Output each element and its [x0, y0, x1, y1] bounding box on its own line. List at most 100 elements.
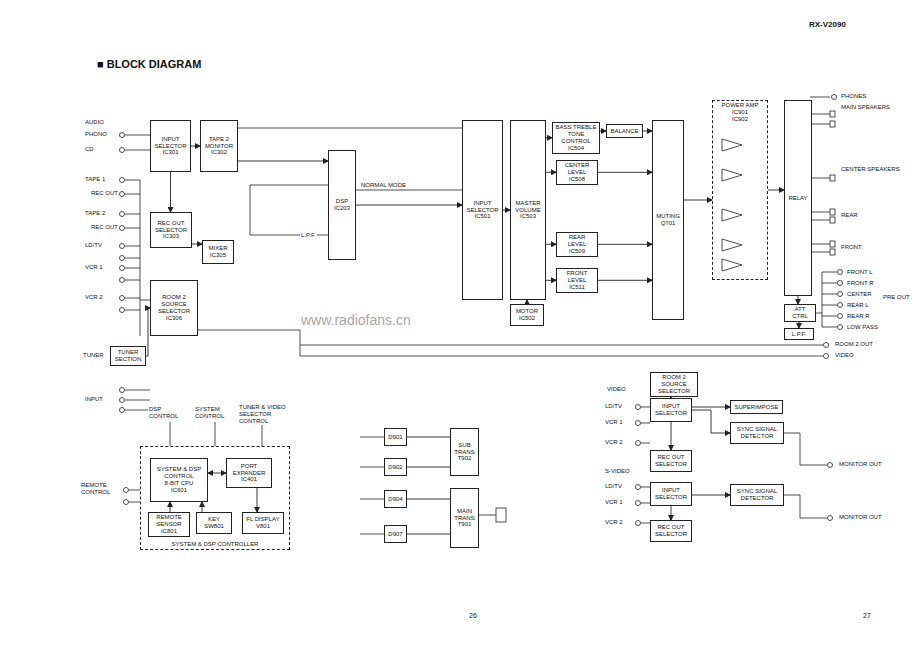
block-text: INPUT SELECTOR — [153, 136, 188, 150]
annotation-text: FRONT R — [846, 280, 875, 287]
diagram-graphic — [124, 488, 129, 493]
annotation-text: VIDEO — [606, 386, 627, 393]
diagram-graphic — [722, 239, 742, 251]
block-text: D904 — [388, 496, 402, 503]
signal-line — [407, 499, 450, 500]
block-text: ROOM 2 SOURCE SELECTOR — [653, 374, 695, 395]
signal-line — [546, 244, 556, 245]
diagram-graphic — [824, 354, 829, 359]
signal-line — [503, 210, 510, 211]
signal-line — [170, 502, 171, 512]
block-text: IC509 — [569, 248, 585, 255]
block-box: DSPIC203 — [328, 150, 356, 260]
annotation-text: ■ BLOCK DIAGRAM — [96, 58, 202, 71]
block-text: INPUT SELECTOR — [653, 403, 689, 417]
diagram-graphic — [125, 135, 150, 336]
block-box: KEYSW801 — [196, 512, 232, 534]
diagram-graphic — [124, 500, 129, 505]
block-text: MOTOR — [516, 308, 538, 315]
diagram-graphic — [830, 209, 835, 215]
block-text: FL DISPLAY — [246, 516, 279, 523]
diagram-graphic — [636, 405, 641, 410]
diagram-graphic — [830, 241, 835, 247]
annotation-text: VCR 1 — [604, 419, 624, 426]
annotation-text: NORMAL MODE — [360, 182, 407, 189]
block-box: BASS TREBLE TONE CONTROLIC504 — [552, 122, 600, 154]
annotation-text: REAR — [840, 212, 859, 219]
diagram-graphic — [129, 490, 140, 502]
block-box: D904 — [384, 490, 407, 508]
block-text: ROOM 2 SOURCE SELECTOR — [153, 294, 195, 315]
block-box: RELAY — [784, 100, 812, 296]
block-text: IC601 — [171, 487, 187, 494]
annotation-text: FRONT L — [846, 269, 874, 276]
signal-line — [684, 200, 712, 201]
signal-line — [692, 495, 730, 496]
block-text: IC901 — [732, 109, 748, 116]
block-text: SUB TRANS — [453, 442, 476, 456]
wires — [125, 97, 837, 534]
diagram-graphic — [636, 441, 641, 446]
block-box: MIXERIC305 — [202, 240, 234, 264]
block-box: INPUT SELECTOR — [650, 482, 692, 506]
diagram-graphic — [722, 209, 742, 221]
block-text: IC401 — [241, 476, 257, 483]
block-box: REC OUT SELECTOR — [650, 450, 692, 472]
annotation-text: PRE OUT — [882, 294, 911, 301]
block-box: SYNC SIGNAL DETECTOR — [730, 484, 784, 506]
signal-line — [692, 407, 730, 408]
annotation-text: LOW PASS — [846, 324, 879, 331]
block-text: MUTING — [656, 213, 680, 220]
annotation-text: S-VIDEO — [604, 468, 631, 475]
diagram-graphic — [120, 296, 125, 301]
signal-line — [598, 172, 652, 173]
diagram-graphic — [830, 217, 835, 223]
diagram-graphic — [828, 463, 833, 468]
diagram-graphic — [196, 330, 823, 356]
diagram-graphic — [830, 121, 835, 127]
annotation-text: CENTER SPEAKERS — [840, 166, 901, 173]
diagram-graphic — [120, 278, 125, 283]
block-box: MASTER VOLUMEIC503 — [510, 120, 546, 300]
annotation-text: VCR 2 — [604, 519, 624, 526]
annotation-text: TAPE 2 — [84, 210, 106, 217]
block-text: IC502 — [519, 315, 535, 322]
signal-line — [191, 146, 200, 147]
block-text: MAIN TRANS — [453, 508, 476, 522]
diagram-graphic — [120, 178, 125, 183]
block-text: SUPERIMPOSE — [734, 404, 778, 411]
diagram-graphic — [636, 521, 641, 526]
block-box: MUTINGQ701 — [652, 120, 684, 320]
diagram-graphic — [120, 148, 125, 153]
annotation-text: TAPE 1 — [84, 176, 106, 183]
block-text: BALANCE — [610, 128, 638, 135]
block-text: TAPE 2 MONITOR — [203, 136, 235, 150]
diagram-graphic — [120, 256, 125, 261]
block-box: FL DISPLAYV801 — [242, 512, 284, 534]
block-text: MASTER VOLUME — [513, 200, 543, 214]
signal-line — [192, 244, 202, 245]
diagram-graphic — [120, 308, 125, 313]
signal-line — [598, 244, 652, 245]
block-box: TUNER SECTION — [110, 346, 146, 366]
block-text: D902 — [388, 464, 402, 471]
block-box: SYNC SIGNAL DETECTOR — [730, 422, 784, 444]
diagram-graphic — [496, 508, 506, 522]
block-text: D901 — [388, 434, 402, 441]
block-box: MOTORIC502 — [510, 304, 544, 326]
diagram-graphic — [120, 244, 125, 249]
annotation-text: AUDIO — [84, 119, 105, 126]
block-text: ATT CTRL — [787, 306, 813, 320]
block-text: IC306 — [166, 315, 182, 322]
diagram-graphic — [838, 303, 843, 308]
signal-line — [798, 296, 799, 304]
annotation-text: VCR 2 — [84, 294, 104, 301]
diagram-graphic — [828, 516, 833, 521]
block-box: D902 — [384, 458, 407, 476]
signal-line — [598, 280, 652, 281]
diagram-graphic — [814, 272, 837, 327]
block-text: IC902 — [732, 116, 748, 123]
diagram-graphic — [120, 388, 125, 393]
annotation-text: 26 — [468, 612, 478, 620]
block-box: SUPERIMPOSE — [730, 400, 783, 414]
